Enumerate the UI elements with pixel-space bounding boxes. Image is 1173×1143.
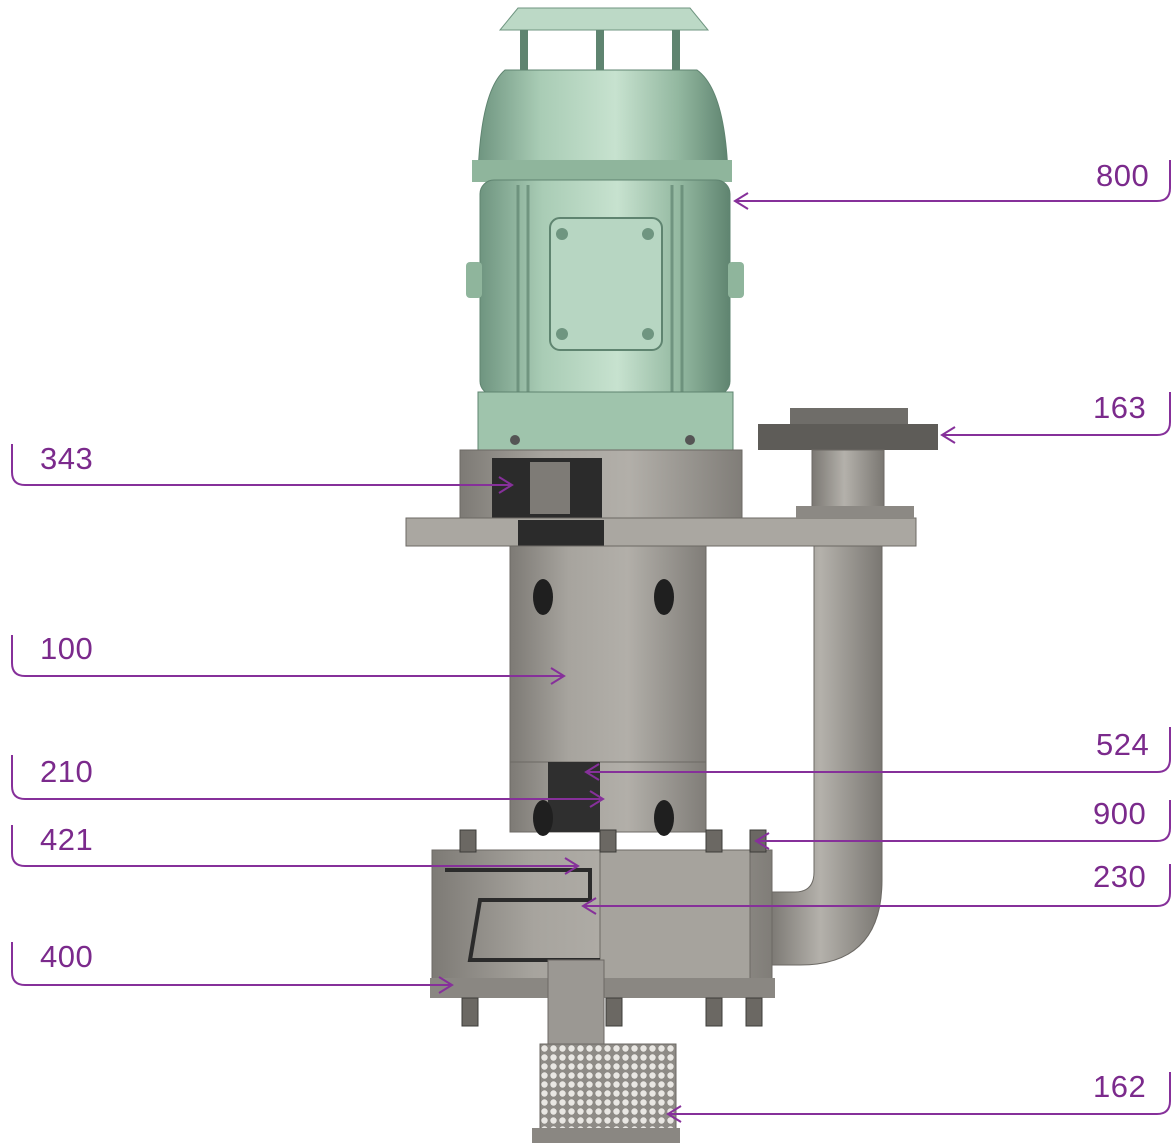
leader-343 [11,444,514,494]
leader-162 [666,1072,1171,1123]
leader-400 [11,942,454,994]
label-162: 162 [1093,1069,1147,1104]
leader-900 [754,800,1171,850]
column-pipe [509,545,707,836]
motor-body [466,179,744,451]
base-plate [405,517,917,548]
label-400: 400 [40,939,94,974]
suction-strainer [532,959,680,1143]
label-230: 230 [1093,859,1147,894]
label-210: 210 [40,754,94,789]
motor-cowl [498,7,710,70]
label-524: 524 [1096,727,1150,762]
discharge-pipe [758,408,938,966]
leader-421 [11,825,580,875]
motor-dome [472,69,732,182]
leader-163 [940,392,1171,444]
leader-230 [581,864,1171,915]
label-421: 421 [40,822,94,857]
label-800: 800 [1096,158,1150,193]
pump-casing [430,829,775,1027]
label-163: 163 [1093,390,1147,425]
label-100: 100 [40,631,94,666]
leader-100 [11,635,566,685]
leader-524 [584,727,1171,781]
label-343: 343 [40,441,94,476]
leader-800 [733,160,1171,210]
label-900: 900 [1093,796,1147,831]
leader-210 [11,755,605,808]
